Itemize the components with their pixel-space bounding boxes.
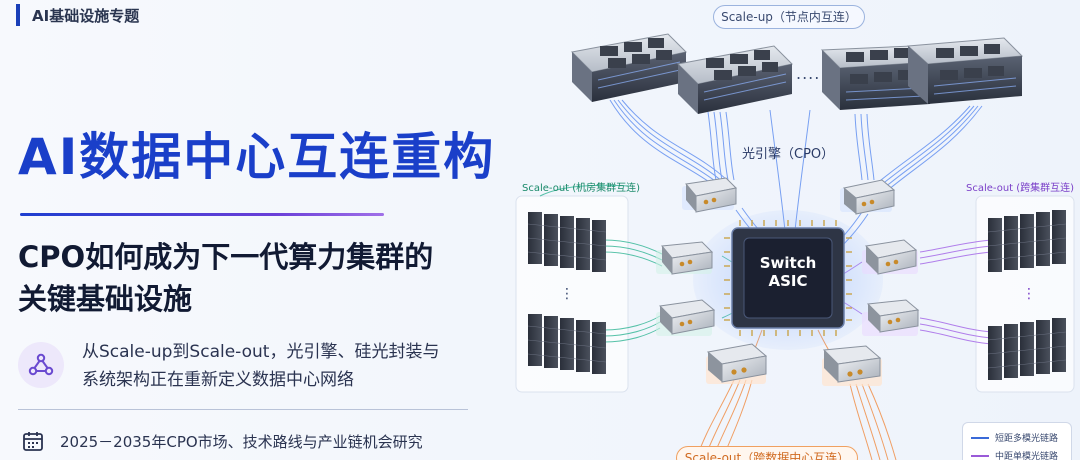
optical-module-top-right — [840, 179, 896, 215]
divider — [18, 409, 468, 410]
server-node-1 — [570, 33, 688, 102]
asic-label-line-1: Switch — [759, 254, 817, 272]
topic-tag: AI基础设施专题 — [16, 4, 139, 26]
server-node-3 — [820, 45, 932, 110]
switch-asic-chip — [724, 220, 852, 336]
legend-swatch-short — [971, 436, 989, 439]
title-underline — [20, 213, 384, 216]
subtitle-line-2: 关键基础设施 — [18, 282, 193, 316]
subtitle: CPO如何成为下一代算力集群的 关键基础设施 — [18, 236, 498, 320]
asic-label: Switch ASIC — [747, 254, 829, 290]
scale-up-links — [609, 99, 983, 253]
left-panel: AI基础设施专题 AI数据中心互连重构 CPO如何成为下一代算力集群的 关键基础… — [0, 0, 500, 460]
right-rack-ellipsis: ⋮ — [1022, 286, 1036, 302]
footer-text: 2025－2035年CPO市场、技术路线与产业链机会研究 — [60, 433, 423, 451]
left-rack-group-top — [527, 212, 607, 272]
network-nodes-icon — [18, 342, 64, 388]
lead-text: 从Scale-up到Scale-out，光引擎、硅光封装与 系统架构正在重新定义… — [82, 338, 482, 394]
legend-item-mid: 中距单模光链路 — [971, 449, 1058, 460]
scale-out-bottom-label: Scale-out（跨数据中心互连） — [676, 446, 858, 460]
server-node-4 — [906, 37, 1024, 104]
right-rack-group-bottom — [987, 318, 1067, 380]
cpo-label: 光引擎（CPO） — [742, 147, 835, 162]
optical-module-bottom-left — [706, 343, 768, 384]
left-rack-ellipsis: ⋮ — [560, 286, 574, 302]
scale-out-right-label: Scale-out (跨集群互连) — [966, 183, 1075, 194]
legend-label-mid: 中距单模光链路 — [995, 452, 1059, 460]
optical-module-right-2 — [862, 299, 920, 336]
right-rack-group-top — [987, 210, 1067, 272]
calendar-icon — [22, 430, 44, 452]
scale-up-label: Scale-up（节点内互连） — [713, 5, 865, 29]
legend-swatch-mid — [971, 454, 989, 457]
optical-module-top-left — [682, 177, 738, 213]
subtitle-line-1: CPO如何成为下一代算力集群的 — [18, 240, 434, 274]
link-legend: 短距多模光链路 中距单模光链路 — [962, 422, 1072, 460]
server-node-2 — [676, 45, 794, 114]
left-rack-group-bottom — [527, 314, 607, 374]
diagram-graphics — [515, 33, 1075, 460]
lead-line-2: 系统架构正在重新定义数据中心网络 — [82, 370, 354, 390]
asic-label-line-2: ASIC — [768, 272, 808, 290]
optical-module-left-1 — [656, 241, 714, 275]
cpo-architecture-diagram: Scale-up（节点内互连） .... 光引擎（CPO） Scale-out … — [500, 0, 1080, 460]
scale-out-left-label: Scale-out (机房集群互连) — [522, 183, 641, 194]
legend-item-short: 短距多模光链路 — [971, 431, 1058, 444]
optical-module-left-2 — [656, 299, 716, 336]
main-title: AI数据中心互连重构 — [18, 128, 496, 186]
optical-module-right-1 — [862, 239, 918, 275]
legend-label-short: 短距多模光链路 — [995, 434, 1059, 444]
lead-line-1: 从Scale-up到Scale-out，光引擎、硅光封装与 — [82, 342, 440, 362]
server-ellipsis: .... — [796, 64, 821, 83]
optical-module-bottom-right — [822, 345, 882, 386]
